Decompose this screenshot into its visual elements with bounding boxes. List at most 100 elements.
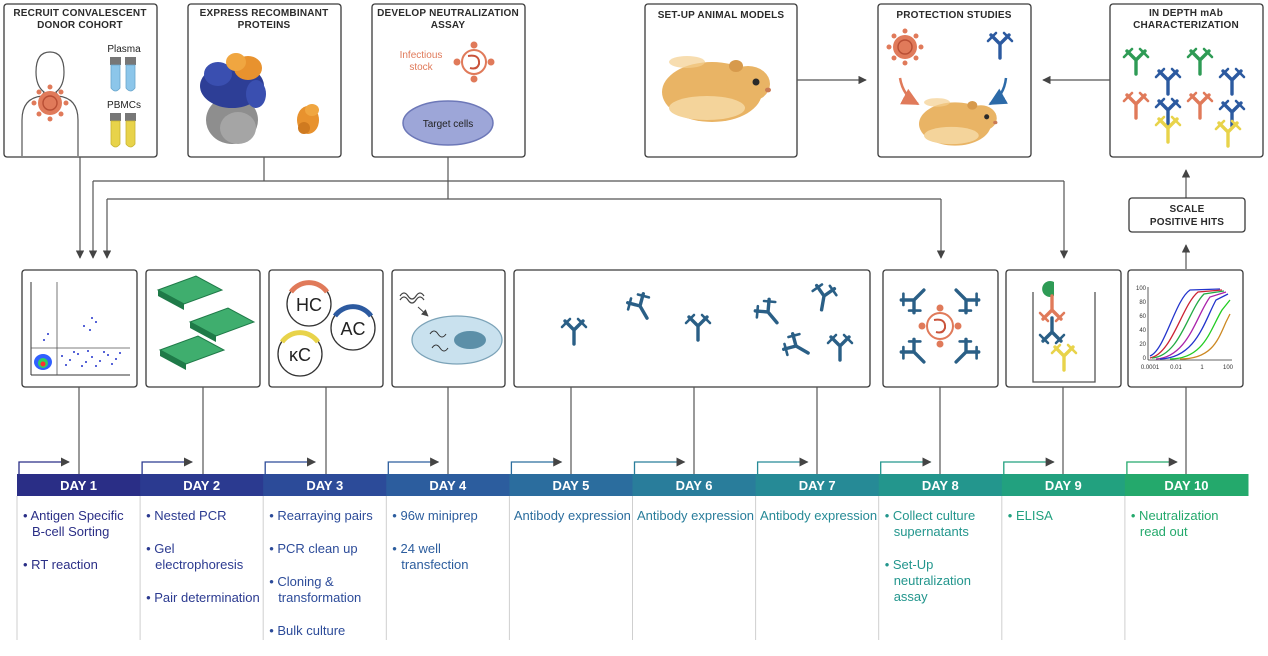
mab-panel-title-2: CHARACTERIZATION: [1133, 20, 1239, 31]
plasmids-box: HC AC κC: [268, 269, 384, 388]
day-segment: [263, 474, 387, 496]
curve-y-ticks: 100 80 60 40 20 0: [1136, 286, 1147, 362]
scale-label-1: SCALE: [1170, 204, 1205, 215]
mab-characterization-panel: IN DEPTH mAb CHARACTERIZATION: [1109, 3, 1264, 158]
task-item: • Pair determination: [146, 590, 260, 605]
task-item: • 24 well transfection: [392, 541, 469, 572]
day-tasks: Antibody expression: [760, 508, 878, 541]
task-item: • Gel electrophoresis: [146, 541, 244, 572]
antibody-expression-box: [513, 269, 871, 388]
donor-panel-title-2: DONOR COHORT: [37, 20, 123, 31]
x-tick-label: 1: [1200, 365, 1204, 371]
task-item: Antibody expression: [636, 508, 755, 523]
day-segment: [755, 474, 880, 496]
task-item: • Collect culture supernatants: [884, 508, 976, 539]
day-label: DAY 6: [676, 478, 713, 493]
day-tasks: • Nested PCR • Gel electrophoresis • Pair …: [144, 508, 262, 623]
day-start-arrow: [1126, 457, 1178, 474]
drop-lines: [78, 387, 1187, 474]
y-tick-label: 20: [1139, 342, 1146, 348]
task-item: • PCR clean up: [269, 541, 358, 556]
day-start-arrow: [387, 457, 440, 474]
y-tick-label: 80: [1139, 300, 1146, 306]
day-label: DAY 2: [183, 478, 220, 493]
day-label: DAY 5: [553, 478, 590, 493]
ac-plasmid-label: AC: [340, 319, 365, 339]
day-segment: [878, 474, 1003, 496]
day-start-arrow: [1003, 457, 1055, 474]
task-item: • Set-Up neutralization assay: [884, 557, 972, 604]
facs-plot-box: [21, 269, 138, 388]
assay-panel-title-2: ASSAY: [431, 20, 466, 31]
donor-panel-title-1: RECRUIT CONVALESCENT: [13, 8, 146, 19]
kc-plasmid-label: κC: [289, 345, 311, 365]
day-segment: [140, 474, 264, 496]
day-start-arrow: [880, 457, 932, 474]
animal-models-panel: SET-UP ANIMAL MODELS: [644, 3, 798, 158]
task-item: • RT reaction: [23, 557, 98, 572]
day-label: DAY 3: [306, 478, 343, 493]
plasma-label: Plasma: [107, 44, 141, 55]
elisa-box: [1005, 269, 1122, 388]
y-tick-label: 40: [1139, 328, 1146, 334]
day-start-arrow: [756, 457, 809, 474]
day-tasks: • Neutralization read out: [1129, 508, 1247, 557]
connector-lines: [75, 157, 1191, 269]
rbd-protein-icon: [297, 104, 319, 134]
pcr-plates-box: [145, 269, 261, 388]
day-tasks: • Rearraying pairs • PCR clean up • Clonin…: [267, 508, 385, 656]
day-segment: [17, 474, 141, 496]
y-tick-label: 0: [1143, 356, 1147, 362]
protection-panel-title: PROTECTION STUDIES: [896, 10, 1011, 21]
neutralization-box: [882, 269, 999, 388]
day-label: DAY 10: [1164, 478, 1208, 493]
infectious-stock-label-2: stock: [409, 62, 433, 73]
task-item: • Antigen Specific B-cell Sorting: [23, 508, 124, 539]
task-item: • Cloning & transformation: [269, 574, 362, 605]
plasma-tubes-icon: [110, 57, 136, 92]
day-tasks: • Collect culture supernatants • Set-Up n…: [883, 508, 1001, 622]
pseudovirus-icon: [453, 41, 495, 83]
target-cells-icon: Target cells: [402, 100, 494, 146]
day-segment: [1001, 474, 1126, 496]
y-tick-label: 100: [1136, 286, 1147, 292]
day-tasks: • Antigen Specific B-cell Sorting • RT re…: [21, 508, 139, 590]
day-tasks: • ELISA: [1006, 508, 1124, 541]
day-label: DAY 9: [1045, 478, 1082, 493]
day-start-arrow: [264, 457, 317, 474]
animal-panel-title: SET-UP ANIMAL MODELS: [658, 10, 785, 21]
infectious-stock-label-1: Infectious: [400, 50, 443, 61]
transfection-box: [391, 269, 506, 388]
assay-panel-title-1: DEVELOP NEUTRALIZATION: [377, 8, 519, 19]
dose-response-curves: [1149, 288, 1231, 360]
x-tick-label: 0.01: [1170, 365, 1182, 371]
day-start-arrow: [18, 457, 70, 474]
neutralization-curves-box: 100 80 60 40 20 0 0.0001 0.01 1 100: [1127, 269, 1244, 388]
target-cells-label: Target cells: [423, 119, 474, 130]
pbmc-tubes-icon: [110, 113, 136, 148]
day-label: DAY 1: [60, 478, 97, 493]
day-start-arrow: [510, 457, 563, 474]
hc-plasmid-label: HC: [296, 295, 322, 315]
x-tick-label: 0.0001: [1141, 365, 1160, 371]
task-item: Antibody expression: [760, 508, 878, 523]
day-segment: [632, 474, 757, 496]
day-start-arrow: [141, 457, 194, 474]
day-segment: [1124, 474, 1249, 496]
task-item: • Bulk culture: [269, 623, 346, 638]
pcr-plate-icon: [156, 275, 256, 370]
task-item: • Rearraying pairs: [269, 508, 373, 523]
neutralization-assay-panel: DEVELOP NEUTRALIZATION ASSAY Infectious …: [371, 3, 526, 158]
pbmcs-label: PBMCs: [107, 100, 141, 111]
day-tasks: Antibody expression: [637, 508, 755, 541]
task-item: • Nested PCR: [146, 508, 227, 523]
protection-studies-panel: PROTECTION STUDIES: [877, 3, 1032, 158]
day-tasks: Antibody expression: [513, 508, 631, 541]
y-tick-label: 60: [1139, 314, 1146, 320]
day-segment: [386, 474, 510, 496]
day-segment: [509, 474, 633, 496]
day-start-arrow: [633, 457, 686, 474]
day-label: DAY 4: [429, 478, 467, 493]
